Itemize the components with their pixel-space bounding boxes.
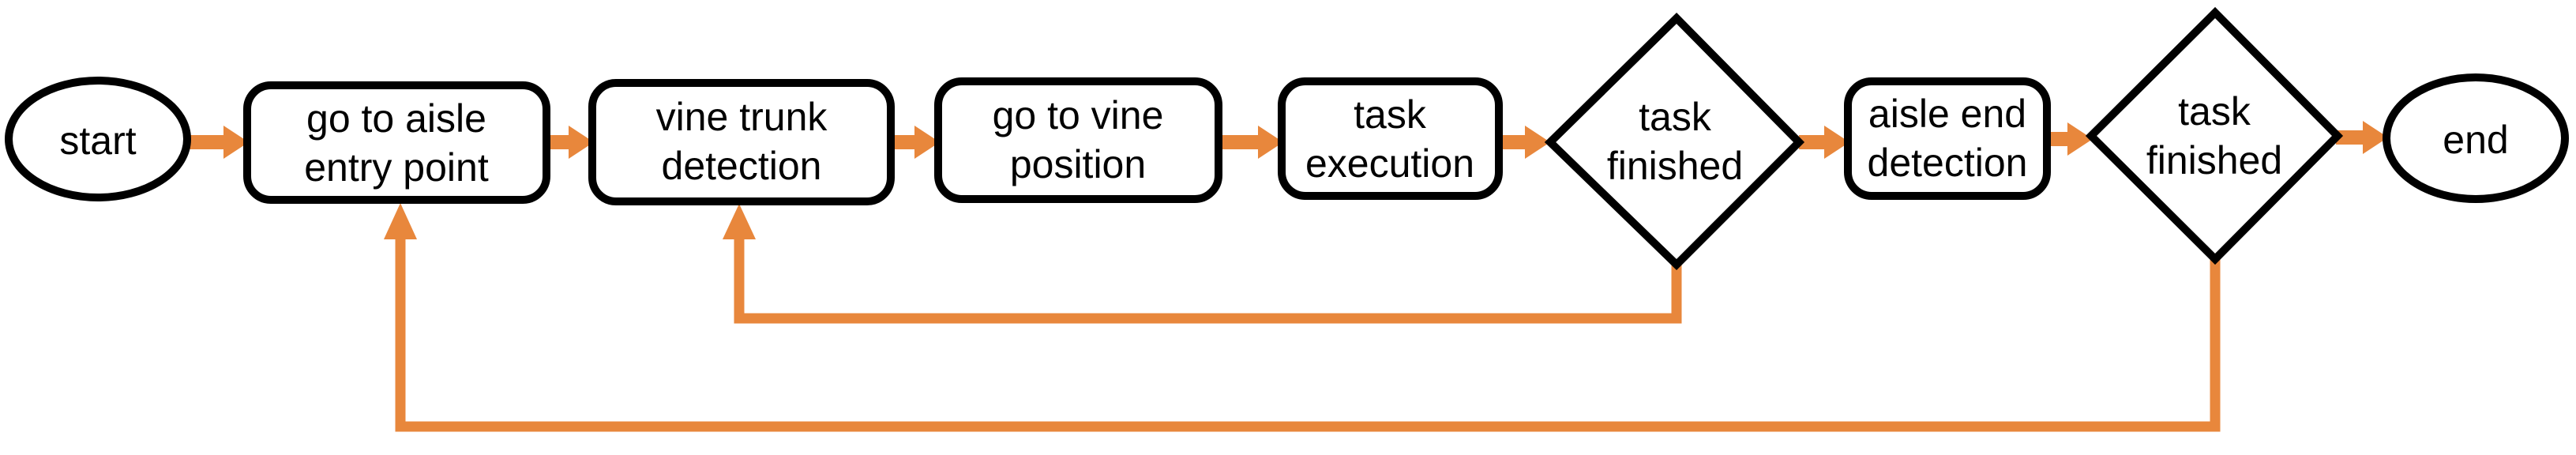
node-label-line-1: vine trunk: [656, 95, 828, 139]
loop2-arrowhead: [384, 203, 417, 239]
node-vine-trunk-detection: vine trunk detection: [588, 79, 895, 205]
decision-diamond: [1544, 12, 1805, 271]
arrow-taskfinished2-to-end: [2336, 121, 2388, 154]
node-label-line-2: finished: [2146, 138, 2282, 182]
node-aisle-end-detection: aisle end detection: [1844, 77, 2051, 200]
loop-taskfinished1-to-vinetrunk: [723, 204, 1682, 324]
arrow-start-to-entry: [188, 126, 249, 159]
node-label-line-2: entry point: [304, 145, 489, 190]
arrow-vinetrunk-to-vineposition: [889, 126, 940, 159]
decision-diamond: [2085, 6, 2344, 265]
arrow-vineposition-to-taskexec: [1217, 126, 1283, 159]
edge-arrows: [188, 121, 2388, 159]
node-label-line-1: task: [1639, 95, 1712, 139]
arrow-taskfinished1-to-aisleend: [1799, 126, 1849, 159]
end-ellipse: [2383, 73, 2569, 203]
loop-taskfinished2-to-entry: [384, 203, 2221, 432]
loop2-line: [395, 237, 2221, 432]
node-label: start: [59, 118, 136, 163]
process-box: [243, 81, 550, 204]
node-start: start: [5, 77, 191, 201]
node-label-line-1: task: [2178, 89, 2251, 133]
node-label-line-2: detection: [1868, 141, 2028, 185]
node-label-line-1: task: [1354, 92, 1427, 137]
node-task-finished-1: task finished: [1544, 12, 1805, 271]
arrow-entry-to-vinetrunk: [545, 126, 594, 159]
node-label-line-1: go to aisle: [306, 96, 486, 141]
node-label-line-2: detection: [662, 144, 822, 188]
process-box: [1278, 77, 1503, 200]
node-label-line-2: position: [1010, 142, 1146, 186]
start-ellipse: [5, 77, 191, 201]
node-label-line-2: execution: [1305, 141, 1474, 186]
loop1-arrowhead: [723, 204, 756, 239]
node-task-execution: task execution: [1278, 77, 1503, 200]
node-label-line-1: aisle end: [1868, 92, 2026, 136]
loop1-line: [734, 237, 1682, 324]
process-box: [588, 79, 895, 205]
node-end: end: [2383, 73, 2569, 203]
node-task-finished-2: task finished: [2085, 6, 2344, 265]
node-label-line-2: finished: [1607, 144, 1743, 188]
process-box: [1844, 77, 2051, 200]
node-label: end: [2443, 118, 2508, 162]
arrow-taskexec-to-taskfinished1: [1497, 126, 1550, 159]
node-go-to-aisle-entry-point: go to aisle entry point: [243, 81, 550, 204]
node-go-to-vine-position: go to vine position: [934, 77, 1222, 203]
process-box: [934, 77, 1222, 203]
arrow-aisleend-to-taskfinished2: [2045, 122, 2093, 156]
node-label-line-1: go to vine: [993, 93, 1164, 137]
